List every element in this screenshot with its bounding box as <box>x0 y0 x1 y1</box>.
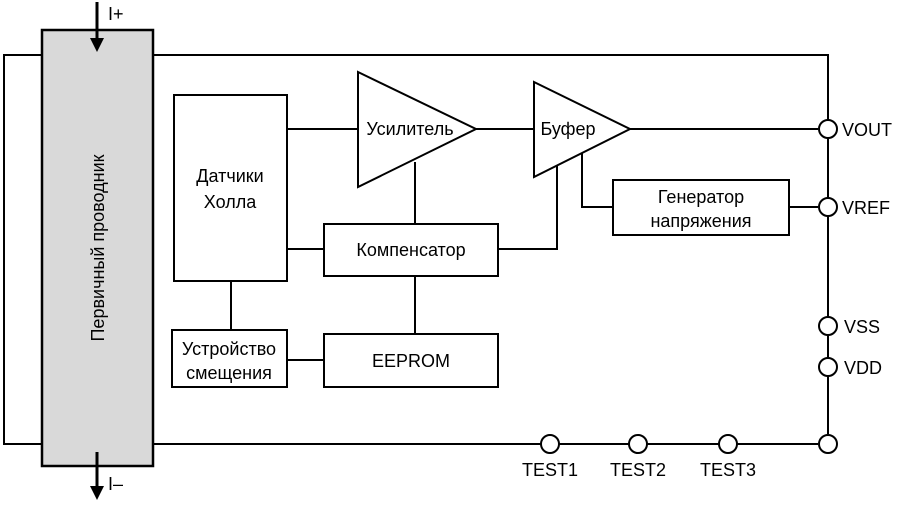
test1-pin-label: TEST1 <box>522 460 578 480</box>
voltage-generator-label-line2: напряжения <box>650 211 751 231</box>
corner-pin <box>818 434 838 454</box>
vref-pin <box>818 197 838 217</box>
hall-sensors-label-line1: Датчики <box>196 166 263 186</box>
vout-pin <box>818 119 838 139</box>
test3-pin <box>718 434 738 454</box>
compensator-label: Компенсатор <box>356 240 465 260</box>
current-in-arrowhead <box>90 38 104 52</box>
voltage-generator-label-line1: Генератор <box>658 187 744 207</box>
vss-pin-label: VSS <box>844 317 880 337</box>
amplifier-block <box>357 70 479 189</box>
test2-pin <box>628 434 648 454</box>
vdd-pin <box>818 357 838 377</box>
compensator-block <box>323 223 499 277</box>
buffer-block <box>533 80 633 179</box>
vdd-pin-label: VDD <box>844 358 882 378</box>
hall-sensors-block <box>173 94 288 282</box>
bias-device-label-line2: смещения <box>186 363 272 383</box>
bias-device-label-line1: Устройство <box>182 339 276 359</box>
test1-pin <box>540 434 560 454</box>
buffer-label: Буфер <box>540 119 595 139</box>
amplifier-label: Усилитель <box>366 119 453 139</box>
test2-pin-label: TEST2 <box>610 460 666 480</box>
vout-pin-label: VOUT <box>842 120 892 140</box>
current-in-label: I+ <box>108 4 124 24</box>
vss-pin <box>818 316 838 336</box>
vref-pin-label: VREF <box>842 198 890 218</box>
voltage-generator-block <box>612 179 790 236</box>
hall-sensors-label-line2: Холла <box>204 192 257 212</box>
eeprom-block <box>323 333 499 388</box>
wire-buffer-to-vgen <box>581 150 613 208</box>
primary-conductor-label: Первичный проводник <box>88 154 108 341</box>
test3-pin-label: TEST3 <box>700 460 756 480</box>
wire-compensator-to-buffer <box>498 150 558 250</box>
eeprom-label: EEPROM <box>372 351 450 371</box>
current-out-arrowhead <box>90 486 104 500</box>
bias-device-block <box>171 329 288 388</box>
primary-conductor <box>40 28 155 468</box>
current-out-label: I– <box>108 474 123 494</box>
